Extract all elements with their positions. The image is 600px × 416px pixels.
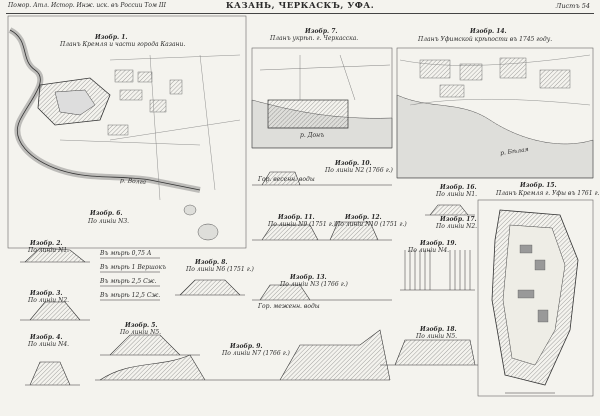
izobr-2-number: Изобр. 2.: [30, 240, 63, 247]
header-rule: [6, 13, 594, 14]
izobr-6-number: Изобр. 6.: [90, 210, 123, 217]
label-don: р. Донъ: [300, 132, 325, 139]
scale-3: Въ мѣрѣ 2,5 Сж.: [100, 278, 157, 285]
header-series: Помор. Атл. Истор. Инж. иск. въ России Т…: [8, 2, 166, 9]
ufa-1745-blocks: [419, 57, 571, 98]
izobr-1-number: Изобр. 1.: [95, 34, 128, 41]
sheet-number: Листъ 54: [555, 2, 590, 10]
cherkassk-fort: [267, 99, 349, 129]
izobr-16-number: Изобр. 16.: [440, 184, 477, 191]
izobr-4-number: Изобр. 4.: [30, 334, 63, 341]
profiles: [20, 171, 478, 386]
izobr-16-caption: По линіи N1.: [436, 191, 478, 198]
izobr-13-number: Изобр. 13.: [290, 274, 327, 281]
izobr-4-caption: По линіи N4.: [28, 341, 70, 348]
izobr-18-number: Изобр. 18.: [420, 326, 457, 333]
izobr-9-number: Изобр. 9.: [230, 343, 263, 350]
izobr-8-number: Изобр. 8.: [195, 259, 228, 266]
panel-izobr-1-frame: [7, 15, 247, 249]
izobr-11-caption: По линіи N9 (1751 г.): [268, 221, 336, 228]
izobr-9-caption: По линіи N7 (1766 г.): [222, 350, 290, 357]
izobr-19-number: Изобр. 19.: [420, 240, 457, 247]
panel-izobr-15-frame: [477, 199, 594, 397]
water-level-2: Гор. меженн. воды: [258, 303, 320, 310]
sheet-title: КАЗАНЬ, ЧЕРКАСКЪ, УФА.: [225, 1, 375, 11]
izobr-14-number: Изобр. 14.: [470, 28, 507, 35]
kazan-town-blocks: [107, 69, 183, 136]
izobr-6-caption: По линіи N3.: [88, 218, 130, 225]
izobr-17-number: Изобр. 17.: [440, 216, 477, 223]
izobr-15-number: Изобр. 15.: [520, 182, 557, 189]
izobr-12-caption: По линіи N10 (1751 г.): [335, 221, 407, 228]
izobr-10-caption: По линіи N2 (1766 г.): [325, 167, 393, 174]
river-kazanka: [8, 27, 201, 193]
izobr-13-caption: По линіи N3 (1766 г.): [280, 281, 348, 288]
izobr-11-number: Изобр. 11.: [278, 214, 315, 221]
scale-4: Въ мѣрѣ 12,5 Сж.: [100, 292, 161, 299]
izobr-2-caption: По линіи N1.: [28, 247, 70, 254]
river-kazanka-bank: [9, 29, 201, 191]
izobr-17-caption: По линіи N2.: [436, 223, 478, 230]
lake-2: [183, 204, 197, 216]
lake-1: [197, 223, 219, 241]
scale-bars: [100, 257, 555, 394]
izobr-12-number: Изобр. 12.: [345, 214, 382, 221]
izobr-19-caption: По линіи N4.: [408, 247, 450, 254]
izobr-5-caption: По линіи N5.: [120, 329, 162, 336]
izobr-8-caption: По линіи N6 (1751 г.): [186, 266, 254, 273]
izobr-3-number: Изобр. 3.: [30, 290, 63, 297]
izobr-18-caption: По линіи N5.: [416, 333, 458, 340]
river-belaya: [396, 94, 594, 179]
scale-1: Въ мѣрѣ 0,75 А: [100, 250, 152, 257]
izobr-3-caption: По линіи N2.: [28, 297, 70, 304]
izobr-14-caption: Планъ Уфимской крѣпости въ 1745 году.: [418, 36, 553, 43]
izobr-7-number: Изобр. 7.: [305, 28, 338, 35]
water-level-1: Гор. весенн. воды: [258, 176, 315, 183]
izobr-15-caption: Планъ Кремля г. Уфы въ 1761 г.: [496, 190, 600, 197]
izobr-7-caption: Планъ укрѣп. г. Черкасска.: [270, 35, 359, 42]
izobr-1-caption: Планъ Кремля и части города Казани.: [60, 41, 186, 48]
scale-2: Въ мѣрѣ 1 Вершокъ: [100, 264, 167, 271]
izobr-10-number: Изобр. 10.: [335, 160, 372, 167]
izobr-5-number: Изобр. 5.: [125, 322, 158, 329]
